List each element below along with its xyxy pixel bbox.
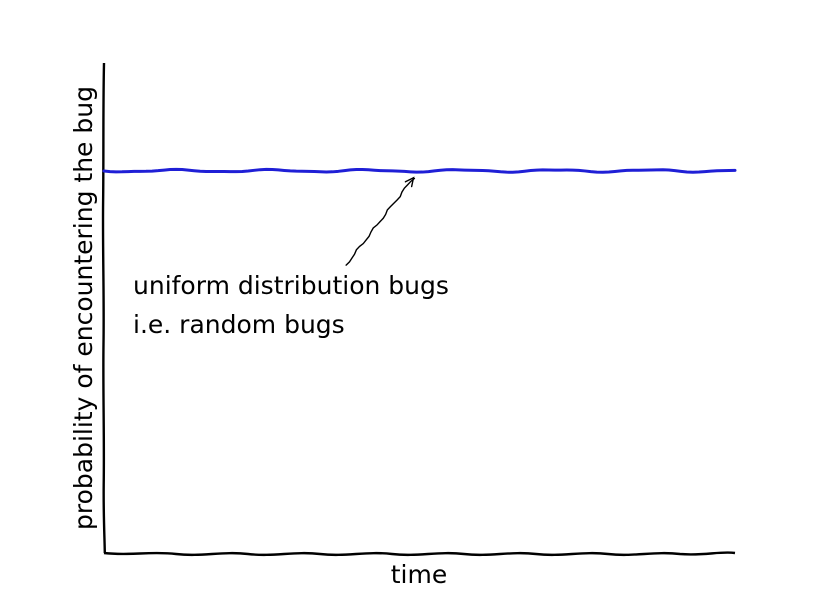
y-axis-line — [101, 62, 106, 554]
axes — [101, 62, 736, 557]
x-axis-label: time — [391, 560, 447, 589]
annotation-layer: uniform distribution bugs i.e. random bug… — [133, 176, 449, 339]
series-layer — [102, 167, 737, 174]
annotation-arrowhead-0 — [404, 176, 415, 188]
x-axis-line — [103, 551, 736, 557]
annotation-text-line-0-0: uniform distribution bugs — [133, 271, 449, 300]
annotation-arrow-line-0 — [345, 177, 416, 266]
annotation-text-line-0-1: i.e. random bugs — [133, 310, 345, 339]
series-line-0 — [102, 167, 737, 174]
y-axis-label: probability of encountering the bug — [69, 86, 98, 530]
